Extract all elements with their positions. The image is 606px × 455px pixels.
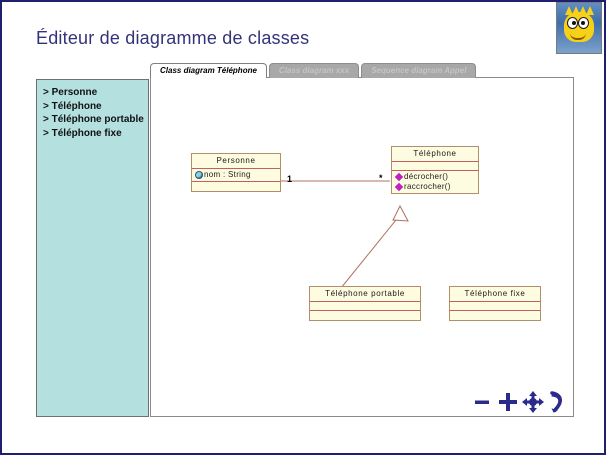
- uml-attribute-label: nom : String: [204, 170, 251, 179]
- logo-hair-spike: [565, 6, 573, 15]
- sidebar-item-personne[interactable]: > Personne: [43, 87, 98, 98]
- sidebar-item-telephone-fixe[interactable]: > Téléphone fixe: [43, 127, 122, 139]
- pan-button[interactable]: [521, 390, 545, 414]
- logo-pupil: [572, 21, 576, 25]
- operation-icon: [394, 182, 404, 192]
- minus-icon: [475, 400, 489, 404]
- uml-attributes-compartment[interactable]: nom : String: [192, 169, 280, 182]
- model-tree-sidebar[interactable]: > Personne > Téléphone > Téléphone porta…: [36, 79, 149, 417]
- uml-class-telephone[interactable]: Téléphone décrocher() raccrocher(): [391, 146, 479, 194]
- operation-icon: [394, 172, 404, 182]
- multiplicity-target: *: [379, 173, 383, 183]
- uml-operation[interactable]: raccrocher(): [394, 182, 475, 192]
- uml-attribute[interactable]: nom : String: [195, 170, 277, 180]
- plus-icon: [498, 393, 517, 411]
- diagram-tabbar: Class diagram Téléphone Class diagram xx…: [150, 62, 478, 78]
- uml-operations-compartment[interactable]: décrocher() raccrocher(): [392, 171, 478, 193]
- zoom-in-button[interactable]: [497, 390, 519, 414]
- move-arrows-icon: [522, 391, 545, 413]
- sidebar-item-telephone[interactable]: > Téléphone: [43, 100, 102, 112]
- canvas-toolbar: [472, 388, 568, 416]
- logo-hair-spike: [579, 6, 587, 15]
- uml-class-name: Téléphone fixe: [450, 287, 540, 302]
- rotate-button[interactable]: [546, 390, 568, 414]
- uml-class-name: Téléphone: [392, 147, 478, 162]
- generalization-arrowhead: [392, 204, 409, 222]
- rotate-arrow-icon: [550, 391, 562, 413]
- uml-operations-compartment[interactable]: [450, 311, 540, 320]
- uml-operation-label: raccrocher(): [404, 182, 451, 191]
- uml-operation[interactable]: décrocher(): [394, 172, 475, 182]
- multiplicity-source: 1: [287, 174, 293, 184]
- uml-operations-compartment[interactable]: [192, 182, 280, 191]
- tab-class-diagram-telephone[interactable]: Class diagram Téléphone: [150, 63, 267, 78]
- uml-class-name: Personne: [192, 154, 280, 169]
- uml-operations-compartment[interactable]: [310, 311, 420, 320]
- uml-attributes-compartment[interactable]: [450, 302, 540, 311]
- logo-hair-spike: [572, 6, 580, 15]
- uml-attributes-compartment[interactable]: [310, 302, 420, 311]
- tab-class-diagram-xxx[interactable]: Class diagram xxx: [268, 63, 360, 78]
- page-title: Éditeur de diagramme de classes: [36, 28, 310, 48]
- uml-class-personne[interactable]: Personne nom : String: [191, 153, 281, 192]
- uml-operation-label: décrocher(): [404, 172, 449, 181]
- generalization-line-portable[interactable]: [340, 214, 401, 289]
- tab-sequence-diagram-appel[interactable]: Sequence diagram Appel: [361, 63, 477, 78]
- logo-pupil: [581, 21, 585, 25]
- connector-layer: [281, 180, 409, 289]
- uml-attributes-compartment[interactable]: [392, 162, 478, 171]
- uml-class-name: Téléphone portable: [310, 287, 420, 302]
- logo-hair-spike: [586, 6, 594, 15]
- attribute-icon: [195, 171, 203, 179]
- zoom-out-button[interactable]: [472, 390, 494, 414]
- sidebar-item-telephone-portable[interactable]: > Téléphone portable: [43, 114, 144, 125]
- logo-mouth: [570, 33, 586, 40]
- uml-class-telephone-portable[interactable]: Téléphone portable: [309, 286, 421, 321]
- uml-class-telephone-fixe[interactable]: Téléphone fixe: [449, 286, 541, 321]
- bart-simpson-logo: [556, 2, 602, 54]
- diagram-canvas[interactable]: 1 * Personne nom : String Téléphone décr…: [150, 77, 574, 417]
